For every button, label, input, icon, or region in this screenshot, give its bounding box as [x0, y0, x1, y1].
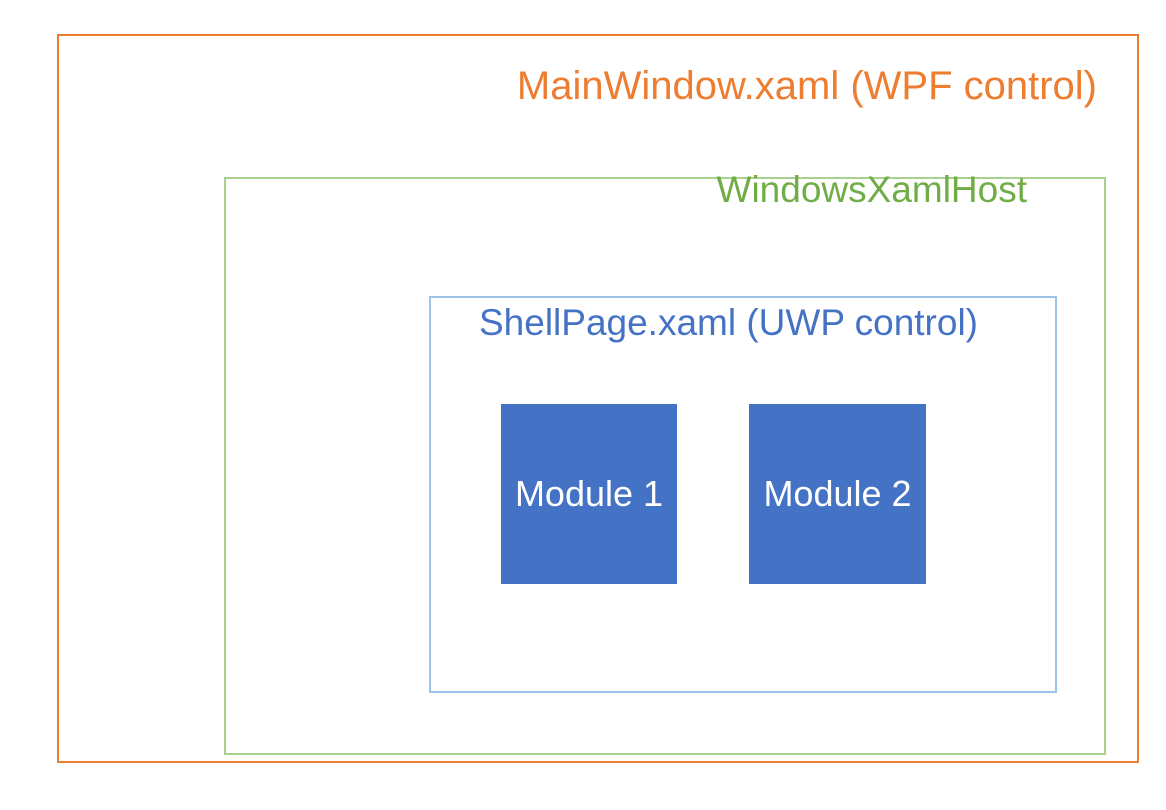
module-1-label: Module 1	[514, 472, 664, 514]
windowsxamlhost-label: WindowsXamlHost	[716, 169, 1027, 210]
wpf-mainwindow-container	[57, 34, 1139, 763]
module-2-block: Module 2	[749, 404, 926, 584]
module-1-block: Module 1	[501, 404, 677, 584]
module-2-label: Module 2	[763, 472, 912, 514]
wpf-mainwindow-label: MainWindow.xaml (WPF control)	[516, 64, 1097, 108]
uwp-shellpage-label: ShellPage.xaml (UWP control)	[479, 302, 978, 343]
